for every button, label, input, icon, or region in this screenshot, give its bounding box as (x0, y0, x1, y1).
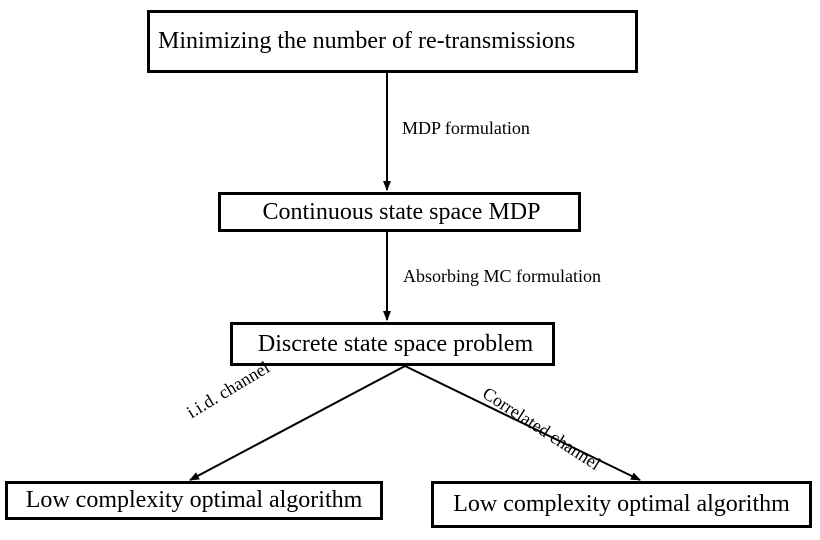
node-continuous-state-space-mdp: Continuous state space MDP (218, 192, 581, 232)
arrow-discrete-to-left (189, 365, 406, 481)
node-left-label: Low complexity optimal algorithm (25, 487, 363, 513)
node-continuous-label: Continuous state space MDP (262, 198, 541, 225)
node-right-optimal-algorithm: Low complexity optimal algorithm (431, 481, 812, 528)
node-left-optimal-algorithm: Low complexity optimal algorithm (5, 481, 383, 520)
node-minimizing-retransmissions: Minimizing the number of re-transmission… (147, 10, 638, 73)
node-top-label: Minimizing the number of re-transmission… (158, 28, 576, 54)
node-right-label: Low complexity optimal algorithm (453, 491, 790, 517)
edge-label-absorbing-mc: Absorbing MC formulation (403, 266, 601, 286)
node-discrete-label: Discrete state space problem (257, 330, 534, 357)
arrow-discrete-to-right (404, 365, 641, 481)
node-discrete-state-space-problem: Discrete state space problem (230, 322, 555, 366)
edge-label-mdp-formulation: MDP formulation (402, 118, 530, 138)
